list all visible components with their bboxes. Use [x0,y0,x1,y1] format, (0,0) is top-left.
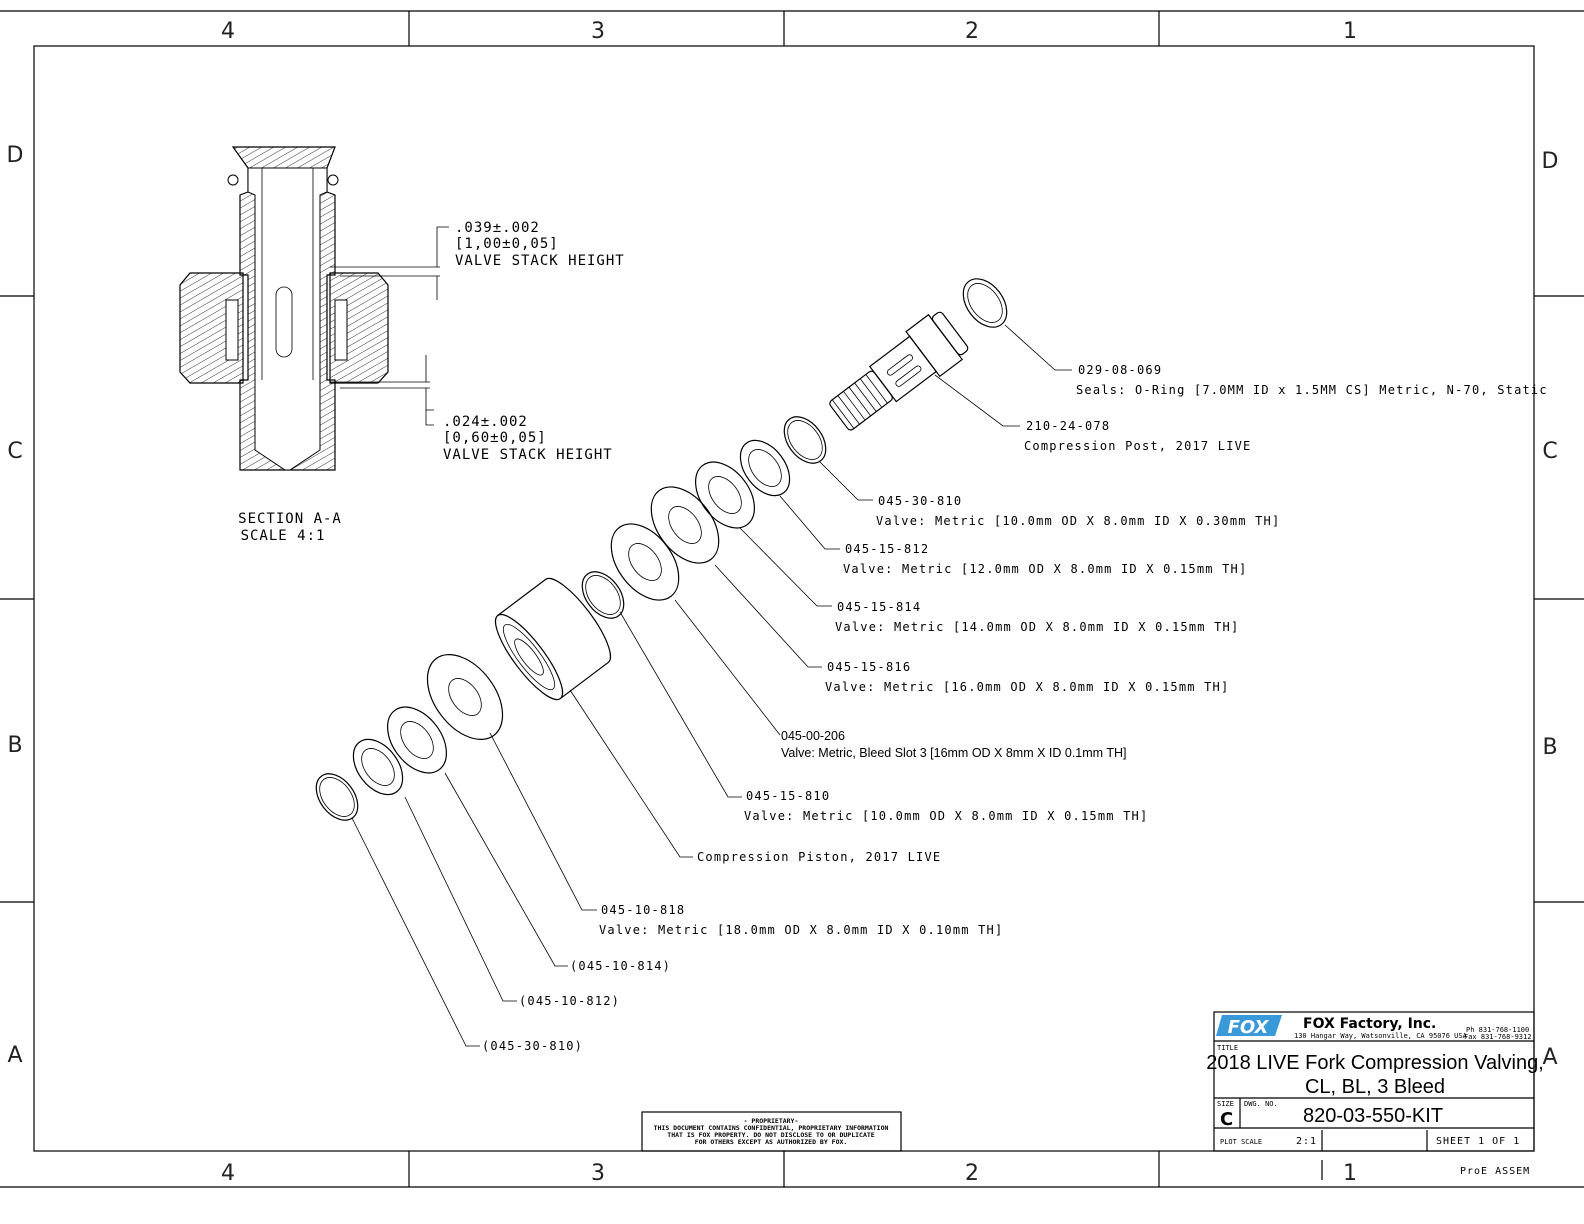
callout-pn: (045-10-814) [570,959,671,973]
callout-pn: Compression Piston, 2017 LIVE [697,850,941,864]
proprietary-line: FOR OTHERS EXCEPT AS AUTHORIZED BY FOX. [695,1138,848,1146]
zone-col-4-bottom: 4 [221,1161,235,1186]
callout-pn: (045-10-812) [519,994,620,1008]
callout-pn: 045-15-810 [746,789,830,803]
zone-col-2: 2 [965,19,979,44]
dim1-label: VALVE STACK HEIGHT [455,253,625,269]
company-phone: Ph 831-768-1100 [1466,1026,1529,1034]
proprietary-heading: - PROPRIETARY- [744,1117,799,1125]
dwg-no-label: DWG. NO. [1244,1100,1278,1108]
callout-pn: 045-15-816 [827,660,911,674]
callout-pn: 210-24-078 [1026,419,1110,433]
sheet-frame [0,10,1584,1188]
callout-desc: Valve: Metric [10.0mm OD X 8.0mm ID X 0.… [744,809,1148,823]
drawing-subtitle: CL, BL, 3 Bleed [1305,1076,1445,1098]
callout-desc: Valve: Metric [16.0mm OD X 8.0mm ID X 0.… [825,680,1229,694]
compression-post [829,311,969,431]
dim1-value: .039±.002 [455,220,540,236]
size-label: SIZE [1217,1100,1234,1108]
dim2-label: VALVE STACK HEIGHT [443,447,613,463]
dim2-value: .024±.002 [443,414,528,430]
callout-desc: Valve: Metric [18.0mm OD X 8.0mm ID X 0.… [599,923,1003,937]
zone-col-3: 3 [591,19,605,44]
section-title: SECTION A-A [238,511,342,527]
company-fax: Fax 831-768-9312 [1464,1033,1531,1041]
plot-scale: 2:1 [1296,1136,1317,1147]
proprietary-notice: - PROPRIETARY- THIS DOCUMENT CONTAINS CO… [641,1111,902,1152]
plot-scale-label: PLOT SCALE [1220,1138,1262,1146]
callout-pn: 029-08-069 [1078,363,1162,377]
callout-desc: Valve: Metric [14.0mm OD X 8.0mm ID X 0.… [835,620,1239,634]
dim1-metric: [1,00±0,05] [455,236,559,252]
callout-pn: 045-15-812 [845,542,929,556]
o-ring [962,278,1008,328]
proprietary-line: THIS DOCUMENT CONTAINS CONFIDENTIAL, PRO… [654,1124,889,1132]
callout-pn: 045-10-818 [601,903,685,917]
callouts: 029-08-069 Seals: O-Ring [7.0MM ID x 1.5… [482,363,1548,1053]
title-label: TITLE [1217,1044,1238,1052]
zone-row-d-right: D [1542,149,1559,174]
zone-row-c: C [7,439,22,464]
zone-col-3-bottom: 3 [591,1161,605,1186]
dim2-metric: [0,60±0,05] [443,430,547,446]
zone-row-d: D [7,143,24,168]
callout-pn: 045-00-206 [781,729,845,743]
callout-desc: Valve: Metric [10.0mm OD X 8.0mm ID X 0.… [876,514,1280,528]
zone-row-a-right: A [1542,1045,1557,1070]
drawing-title: 2018 LIVE Fork Compression Valving, [1206,1052,1544,1074]
drawing-number: 820-03-550-KIT [1303,1105,1443,1127]
exploded-view [315,278,1008,821]
footer-note: ProE ASSEM [1460,1166,1530,1177]
section-scale: SCALE 4:1 [241,528,326,544]
leader-lines [351,324,1072,1047]
zone-row-c-right: C [1542,439,1557,464]
callout-pn: 045-30-810 [878,494,962,508]
title-block: FOX FOX Factory, Inc. 130 Hangar Way, Wa… [1206,1011,1544,1180]
zone-row-a: A [7,1043,22,1068]
sheet-size: C [1220,1109,1233,1130]
callout-desc: Valve: Metric, Bleed Slot 3 [16mm OD X 8… [781,746,1126,760]
zone-row-b-right: B [1542,735,1557,760]
zone-col-2-bottom: 2 [965,1161,979,1186]
callout-desc: Seals: O-Ring [7.0MM ID x 1.5MM CS] Metr… [1076,383,1548,397]
logo-text: FOX [1228,1017,1270,1038]
zone-col-4: 4 [221,19,235,44]
sheet-number: SHEET 1 OF 1 [1436,1136,1520,1147]
callout-desc: Compression Post, 2017 LIVE [1024,439,1251,453]
company-address: 130 Hangar Way, Watsonville, CA 95076 US… [1294,1032,1468,1040]
zone-col-1: 1 [1343,19,1357,44]
zone-labels: 4 3 2 1 4 3 2 1 D C B A D C B A [7,19,1559,1186]
company-name: FOX Factory, Inc. [1303,1016,1436,1032]
fox-logo: FOX [1216,1015,1282,1038]
zone-row-b: B [7,733,22,758]
callout-pn: (045-30-810) [482,1039,583,1053]
callout-pn: 045-15-814 [837,600,921,614]
section-view-a-a: .039±.002 [1,00±0,05] VALVE STACK HEIGHT… [179,146,625,544]
callout-desc: Valve: Metric [12.0mm OD X 8.0mm ID X 0.… [843,562,1247,576]
proprietary-line: THAT IS FOX PROPERTY. DO NOT DISCLOSE TO… [667,1131,874,1139]
zone-col-1-bottom: 1 [1343,1161,1357,1186]
compression-piston [494,577,612,701]
